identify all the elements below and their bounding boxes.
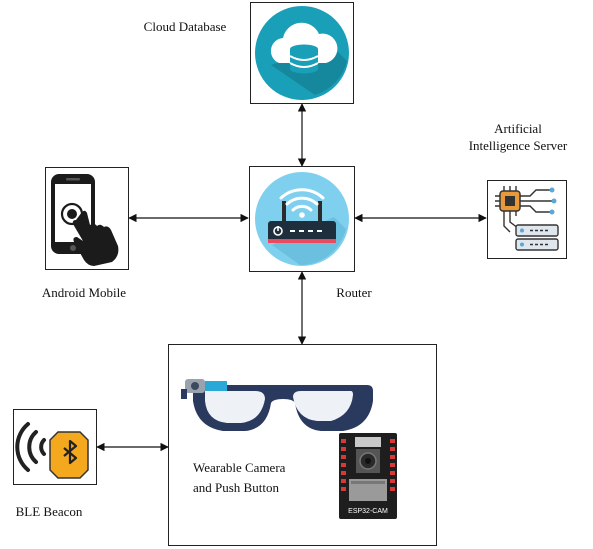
wearable-camera-label-line1: Wearable Camera bbox=[193, 460, 286, 475]
cloud-database-node bbox=[250, 2, 354, 104]
ai-server-label-line2: Intelligence Server bbox=[468, 138, 568, 153]
ai-chip-server-icon bbox=[495, 186, 559, 251]
wifi-router-icon bbox=[255, 172, 349, 266]
bluetooth-beacon-icon bbox=[15, 422, 89, 479]
esp32-cam-board-text: ESP32-CAM bbox=[348, 508, 388, 515]
router-label: Router bbox=[336, 285, 372, 300]
ble-beacon-label: BLE Beacon bbox=[15, 504, 83, 519]
cloud-database-label: Cloud Database bbox=[143, 19, 227, 34]
smart-glasses-icon bbox=[181, 379, 373, 431]
android-mobile-label: Android Mobile bbox=[41, 285, 127, 300]
esp32-cam-board-icon: ESP32-CAM bbox=[339, 433, 397, 519]
ble-beacon-node bbox=[13, 409, 97, 485]
ai-server-node bbox=[487, 180, 567, 259]
router-node bbox=[249, 166, 355, 272]
cloud-database-icon bbox=[255, 6, 349, 100]
wearable-camera-node: Wearable Camera and Push Button ESP32-CA… bbox=[168, 344, 437, 546]
touch-phone-icon bbox=[51, 174, 119, 266]
wearable-camera-label-line2: and Push Button bbox=[193, 480, 279, 495]
android-mobile-node bbox=[45, 167, 129, 270]
ai-server-label-line1: Artificial bbox=[494, 121, 542, 136]
